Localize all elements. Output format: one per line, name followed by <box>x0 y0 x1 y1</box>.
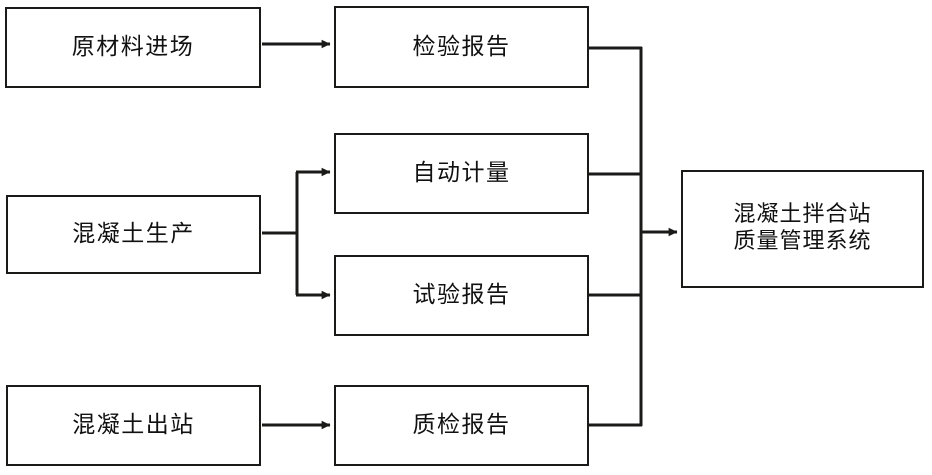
node-label-concrete-production: 混凝土生产 <box>72 221 195 248</box>
node-label-concrete-dispatch: 混凝土出站 <box>72 412 195 439</box>
node-mixing-plant-quality-system[interactable]: 混凝土拌合站 质量管理系统 <box>681 170 924 288</box>
node-concrete-dispatch[interactable]: 混凝土出站 <box>6 385 261 466</box>
node-inspection-report[interactable]: 检验报告 <box>334 6 589 88</box>
node-test-report[interactable]: 试验报告 <box>334 255 589 336</box>
node-label-test-report: 试验报告 <box>412 282 511 309</box>
node-label-inspection-report: 检验报告 <box>412 33 511 60</box>
node-quality-inspection-report[interactable]: 质检报告 <box>334 385 589 466</box>
node-raw-material-entry[interactable]: 原材料进场 <box>5 7 261 88</box>
node-label-quality-inspection-report: 质检报告 <box>412 412 511 439</box>
node-label-raw-material-entry: 原材料进场 <box>71 34 195 61</box>
node-automatic-metering[interactable]: 自动计量 <box>334 133 589 214</box>
node-label-mixing-plant-quality-system: 混凝土拌合站 质量管理系统 <box>733 202 872 254</box>
node-label-automatic-metering: 自动计量 <box>412 160 511 187</box>
node-concrete-production[interactable]: 混凝土生产 <box>6 195 261 274</box>
